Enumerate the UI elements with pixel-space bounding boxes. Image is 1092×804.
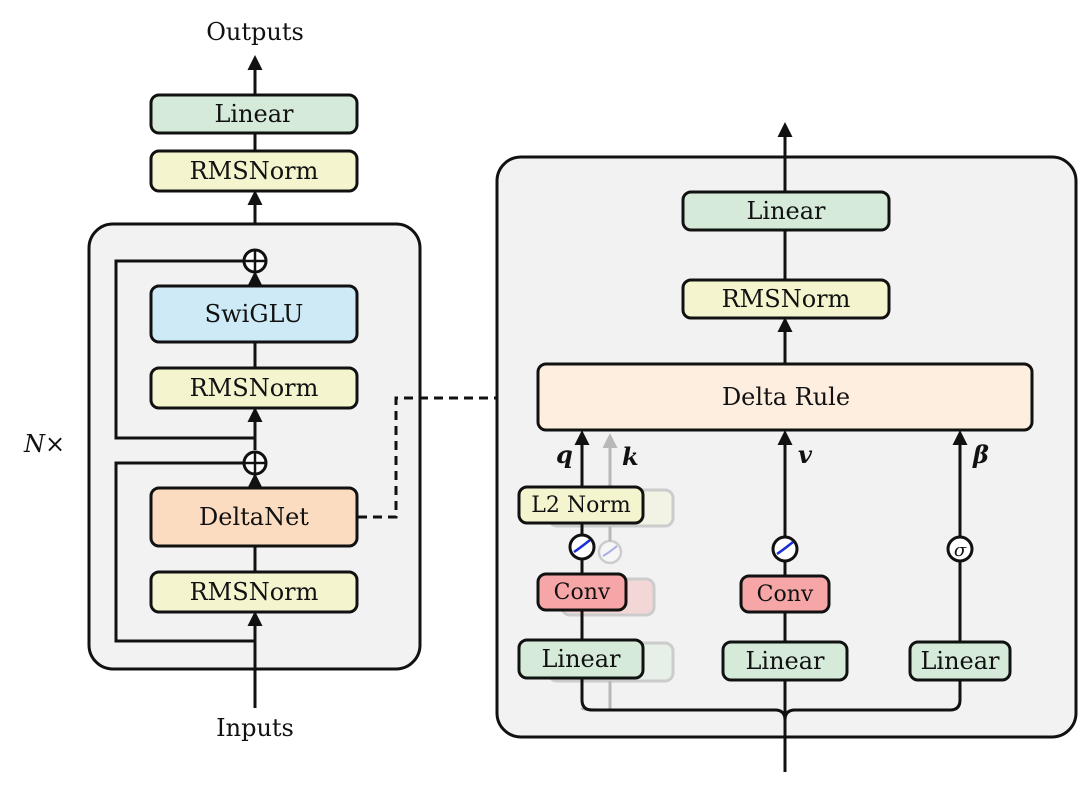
l2norm-label: L2 Norm [531, 493, 631, 518]
outputs-label: Outputs [206, 18, 304, 46]
k-label: k [622, 442, 639, 471]
left-linear-label: Linear [214, 100, 294, 128]
left-rmsnorm-mid-label: RMSNorm [190, 374, 319, 402]
sigma-symbol: σ [954, 540, 967, 561]
detail-rmsnorm-label: RMSNorm [722, 285, 851, 313]
linear-v-label: Linear [745, 647, 825, 675]
beta-label: β [972, 440, 989, 469]
linear-q-label: Linear [541, 645, 621, 673]
deltanet-label: DeltaNet [199, 503, 309, 531]
conv-v-label: Conv [757, 582, 814, 607]
deltanet-detail: Linear RMSNorm Delta Rule q k L2 Norm [495, 122, 1078, 772]
linear-beta-label: Linear [920, 647, 1000, 675]
v-label: v [798, 440, 813, 469]
inputs-label: Inputs [216, 714, 294, 742]
conv-q-label: Conv [554, 580, 611, 605]
q-label: q [556, 440, 573, 469]
residual-connection-upper [114, 259, 255, 440]
left-rmsnorm-bottom-label: RMSNorm [190, 578, 319, 606]
swiglu-label: SwiGLU [205, 300, 304, 328]
left-rmsnorm-top-label: RMSNorm [190, 157, 319, 185]
delta-rule-label: Delta Rule [722, 383, 850, 411]
zoom-connector [358, 390, 533, 519]
residual-connection-lower [114, 461, 255, 643]
left-model-stack: Outputs Linear RMSNorm N× SwiGLU RMSNorm [23, 18, 533, 742]
detail-linear-label: Linear [746, 197, 826, 225]
repeat-count-label: N× [23, 430, 65, 458]
